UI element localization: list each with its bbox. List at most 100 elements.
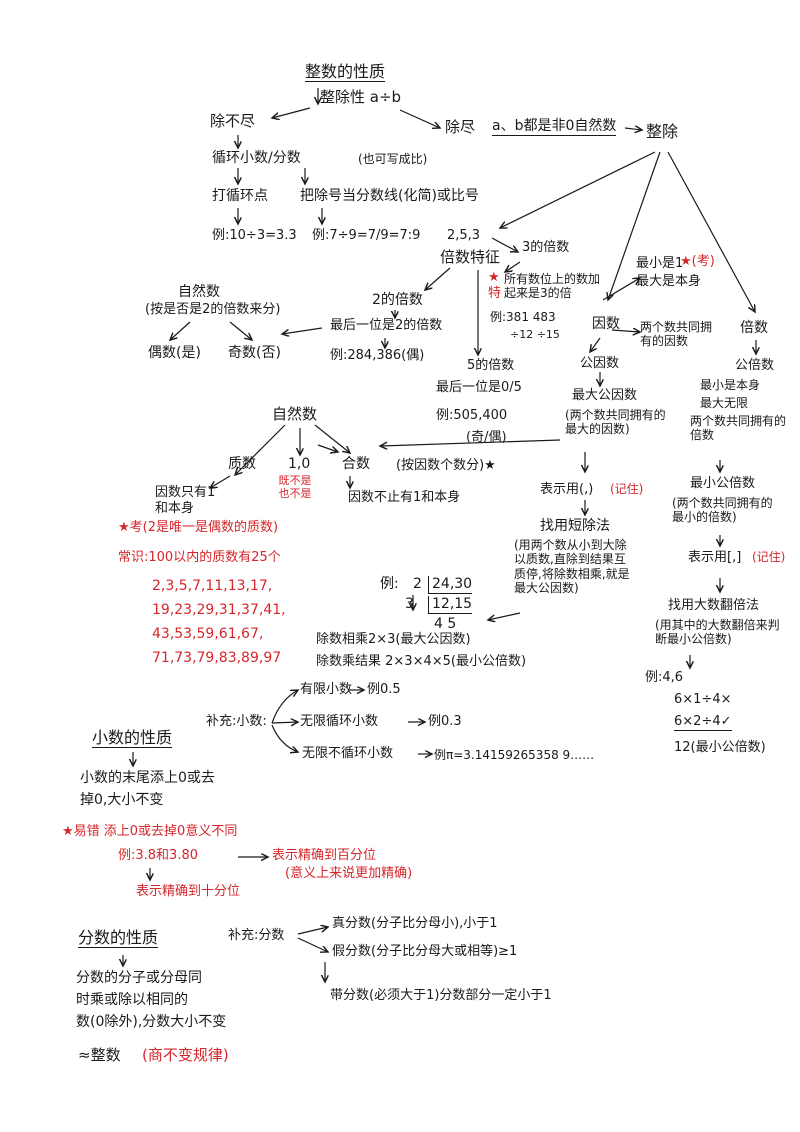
lcm-example-line2: 6×2÷4✓	[674, 714, 732, 731]
primes-under-100-note: 常识:100以内的质数有25个	[118, 550, 281, 565]
short-division-divisor: 2	[413, 576, 422, 592]
multiple-of-two-rule: 最后一位是2的倍数	[330, 318, 443, 333]
natural-number-criterion: (按是否是2的倍数来分)	[145, 302, 281, 317]
also-ratio-label: (也可写成比)	[358, 152, 428, 166]
multiple-of-two-title: 2的倍数	[372, 292, 423, 308]
example-7-div-9: 例:7÷9=7/9=7:9	[312, 228, 421, 243]
star-icon: ★	[488, 270, 500, 285]
exact-division-label: 整除	[646, 122, 679, 141]
nonrepeating-decimal-example: 例π=3.14159265358 9……	[434, 748, 595, 762]
decimal-rule-line1: 小数的末尾添上0或去	[80, 770, 215, 786]
factor-title: 因数	[592, 316, 620, 332]
lcm-example: 例:4,6	[645, 670, 684, 685]
natural-number-title-2: 自然数	[272, 405, 318, 423]
short-division-divisor: 3	[405, 596, 414, 612]
fraction-property-title: 分数的性质	[78, 928, 159, 949]
mixed-number: 带分数(必须大于1)分数部分一定小于1	[330, 988, 552, 1003]
short-division-row: 4 5	[434, 616, 457, 632]
one-zero-label: 1,0	[288, 456, 311, 472]
by-factor-count-label: (按因数个数分)★	[396, 458, 496, 473]
lcm-notation: 表示用[,]	[688, 550, 742, 565]
lcm-product-line: 除数乘结果 2×3×4×5(最小公倍数)	[316, 654, 527, 669]
repeating-decimal-label: 循环小数/分数	[212, 150, 301, 166]
gcf-notation: 表示用(,)	[540, 482, 594, 497]
even-number-label: 偶数(是)	[148, 345, 201, 361]
lcm-example-line1: 6×1÷4×	[674, 692, 732, 707]
quotient-invariance-rule: (商不变规律)	[142, 1046, 229, 1064]
multiples-feature-title: 倍数特征	[440, 248, 501, 266]
finite-decimal: 有限小数	[300, 682, 353, 697]
factor-smallest: 最小是1	[636, 256, 684, 271]
not-divisible-label: 除不尽	[210, 112, 256, 130]
decimal-supplement-label: 补充:小数:	[206, 714, 267, 729]
decimal-example: 例:3.8和3.80	[118, 848, 198, 863]
natural-number-title: 自然数	[178, 284, 220, 300]
fraction-rule-line3: 数(0除外),分数大小不变	[76, 1014, 227, 1030]
short-division-label: 例:	[380, 576, 399, 592]
short-division-row: 24,30	[428, 576, 473, 594]
fraction-rule-line1: 分数的分子或分母同	[76, 970, 202, 986]
factor-largest: 最大是本身	[636, 274, 702, 289]
multiple-of-five-title: 5的倍数	[467, 358, 515, 373]
prime-definition: 因数只有1和本身	[155, 485, 216, 516]
feature-head: 2,5,3	[447, 228, 481, 243]
multiple-title: 倍数	[740, 320, 768, 336]
multiple-of-five-rule: 最后一位是0/5	[436, 380, 522, 395]
lcm-notation-note: (记住)	[752, 550, 786, 564]
common-multiple-max: 最大无限	[700, 396, 749, 410]
dot-repeat-label: 打循环点	[212, 188, 268, 204]
prime-list-row: 2,3,5,7,11,13,17,	[152, 578, 273, 594]
gcf-desc: (两个数共同拥有的最大的因数)	[565, 408, 666, 437]
prime-title: 质数	[228, 456, 256, 472]
multiple-of-three-title: 3的倍数	[522, 240, 570, 255]
divisibility-label: 整除性 a÷b	[320, 88, 402, 106]
lcm-method: 找用大数翻倍法	[668, 598, 760, 613]
lcm-desc: (两个数共同拥有的最小的倍数)	[672, 496, 773, 525]
three-te-label: 特	[488, 286, 502, 301]
common-factor-title: 公因数	[580, 356, 620, 371]
multiple-of-two-example: 例:284,386(偶)	[330, 348, 425, 363]
composite-title: 合数	[342, 456, 370, 472]
gcf-method-desc: (用两个数从小到大除以质数,直除到结果互质停,将除数相乘,就是最大公因数)	[514, 538, 630, 596]
example-10-div-3: 例:10÷3=3.3	[212, 228, 297, 243]
lcm-method-desc: (用其中的大数翻倍来判断最小公倍数)	[655, 618, 780, 647]
two-only-even-prime-note: ★考(2是唯一是偶数的质数)	[118, 520, 279, 535]
three-examples-sub: ÷12 ÷15	[510, 328, 560, 341]
neither-label: 既不是也不是	[278, 474, 312, 501]
approx-integer: ≈整数	[78, 1046, 121, 1064]
proper-fraction: 真分数(分子比分母小),小于1	[332, 916, 498, 931]
decimal-property-title: 小数的性质	[92, 728, 173, 749]
prime-list-row: 19,23,29,31,37,41,	[152, 602, 286, 618]
integer-title: 整数的性质	[305, 62, 386, 83]
common-multiple-min: 最小是本身	[700, 378, 761, 392]
multiple-of-three-rule: 所有数位上的数加起来是3的倍	[504, 272, 601, 301]
three-examples: 例:381 483	[490, 310, 556, 324]
tenths-precision: 表示精确到十分位	[136, 884, 241, 899]
improper-fraction: 假分数(分子比分母大或相等)≥1	[332, 944, 518, 959]
multiple-of-five-parity: (奇/偶)	[466, 430, 507, 445]
prime-list-row: 43,53,59,61,67,	[152, 626, 264, 642]
factor-exam-mark: ★(考)	[680, 254, 715, 269]
prime-list-row: 71,73,79,83,89,97	[152, 650, 282, 666]
gcf-product-line: 除数相乘2×3(最大公因数)	[316, 632, 471, 647]
common-multiple-title: 公倍数	[735, 358, 775, 373]
repeating-decimal-example: 例0.3	[428, 714, 462, 729]
multiple-of-five-example: 例:505,400	[436, 408, 508, 423]
finite-decimal-example: 例0.5	[367, 682, 401, 697]
decimal-rule-line2: 掉0,大小不变	[80, 792, 164, 808]
ab-nonzero-label: a、b都是非0自然数	[492, 118, 617, 136]
odd-number-label: 奇数(否)	[228, 345, 281, 361]
more-precise-note: (意义上来说更加精确)	[285, 866, 413, 881]
to-fraction-label: 把除号当分数线(化简)或比号	[300, 188, 479, 204]
decimal-mistake-note: ★易错 添上0或去掉0意义不同	[62, 824, 238, 839]
divisible-label: 除尽	[445, 118, 476, 136]
hundredths-precision: 表示精确到百分位	[272, 848, 377, 863]
fraction-supplement-label: 补充:分数	[228, 928, 285, 943]
short-division-row: 12,15	[428, 596, 473, 614]
lcm-title: 最小公倍数	[690, 476, 756, 491]
gcf-notation-note: (记住)	[610, 482, 644, 496]
lcm-example-result: 12(最小公倍数)	[674, 740, 766, 755]
common-factor-desc: 两个数共同拥有的因数	[640, 320, 713, 349]
